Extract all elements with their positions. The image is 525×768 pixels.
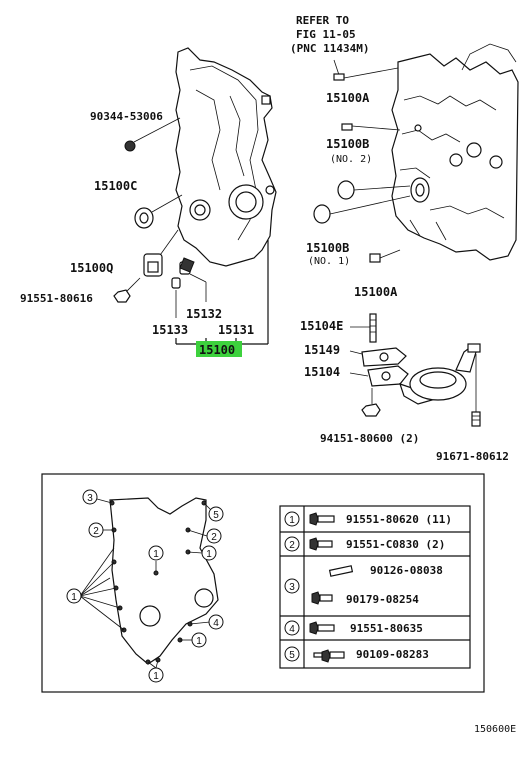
legend-num-1: 1 (289, 515, 295, 526)
label-15149: 15149 (304, 343, 340, 357)
nut-94151 (361, 388, 381, 417)
label-15131: 15131 (218, 323, 254, 337)
label-15132: 15132 (186, 307, 222, 321)
bolt-icon (309, 621, 335, 635)
engine-block (391, 43, 519, 261)
label-15104: 15104 (304, 365, 340, 379)
refer-line1: REFER TO (296, 14, 349, 27)
callout-1a: 1 (153, 549, 159, 560)
plug-90344 (124, 117, 181, 152)
bolt-icon (309, 512, 335, 526)
callout-3: 3 (87, 493, 93, 504)
label-15104e: 15104E (300, 319, 343, 333)
label-15100b-top: 15100B (326, 137, 369, 151)
cover-outline (109, 497, 219, 665)
stud-bolt-icon (313, 649, 345, 663)
figure-id: 150600E (474, 724, 516, 735)
callout-1b: 1 (206, 549, 212, 560)
callout-numbers: 3 5 2 2 1 1 1 4 1 1 (66, 489, 224, 683)
label-15100[interactable]: 15100 (199, 343, 235, 357)
legend-code-4: 91551-80635 (350, 622, 423, 635)
bolt-91551-80616 (113, 277, 141, 303)
legend-code-5: 90109-08283 (356, 648, 429, 661)
label-15133: 15133 (152, 323, 188, 337)
label-15100b-top-sub: (NO. 2) (330, 154, 372, 165)
legend-num-5: 5 (289, 650, 295, 661)
refer-line3: (PNC 11434M) (290, 42, 369, 55)
label-15100a-top: 15100A (326, 91, 370, 105)
callout-2a: 2 (93, 526, 99, 537)
callout-4: 4 (213, 618, 219, 629)
callout-1c: 1 (71, 592, 77, 603)
label-15100q: 15100Q (70, 261, 113, 275)
label-94151: 94151-80600 (2) (320, 432, 419, 445)
bolt-91671 (471, 354, 481, 427)
stud-15104e (369, 313, 377, 343)
legend-code-1: 91551-80620 (11) (346, 513, 452, 526)
label-90344: 90344-53006 (90, 110, 163, 123)
strainer-15104 (367, 343, 481, 405)
legend-num-3: 3 (289, 582, 295, 593)
callout-5: 5 (213, 510, 219, 521)
gasket-15149 (361, 347, 407, 367)
label-15100b-bot: 15100B (306, 241, 349, 255)
timing-cover (175, 47, 277, 267)
label-15100c: 15100C (94, 179, 137, 193)
legend-num-4: 4 (289, 624, 295, 635)
callout-2b: 2 (211, 532, 217, 543)
legend-code-3b: 90179-08254 (346, 593, 419, 606)
oil-seal-15100c (134, 194, 183, 229)
bolt-location-box (41, 473, 485, 693)
legend-num-2: 2 (289, 540, 295, 551)
label-15100a-bot: 15100A (354, 285, 398, 299)
label-91671: 91671-80612 (436, 450, 509, 463)
stud-icon (328, 565, 354, 577)
legend-table: 1 2 3 4 5 91551-80620 (11) (279, 505, 471, 669)
right-leaders (313, 59, 411, 263)
relief-valve-parts (171, 257, 207, 318)
label-15100b-bot-sub: (NO. 1) (308, 256, 350, 267)
label-91551-80616: 91551-80616 (20, 292, 93, 305)
callout-1d: 1 (196, 636, 202, 647)
bolt-icon (309, 537, 333, 551)
legend-code-3a: 90126-08038 (370, 564, 443, 577)
legend-code-2: 91551-C0830 (2) (346, 538, 445, 551)
oil-pressure-sender-15100q (143, 229, 179, 277)
refer-line2: FIG 11-05 (296, 28, 356, 41)
highlight-15100 (196, 341, 242, 357)
callout-1e: 1 (153, 671, 159, 682)
callout-leaders (79, 498, 216, 669)
bolt-icon (311, 591, 333, 605)
